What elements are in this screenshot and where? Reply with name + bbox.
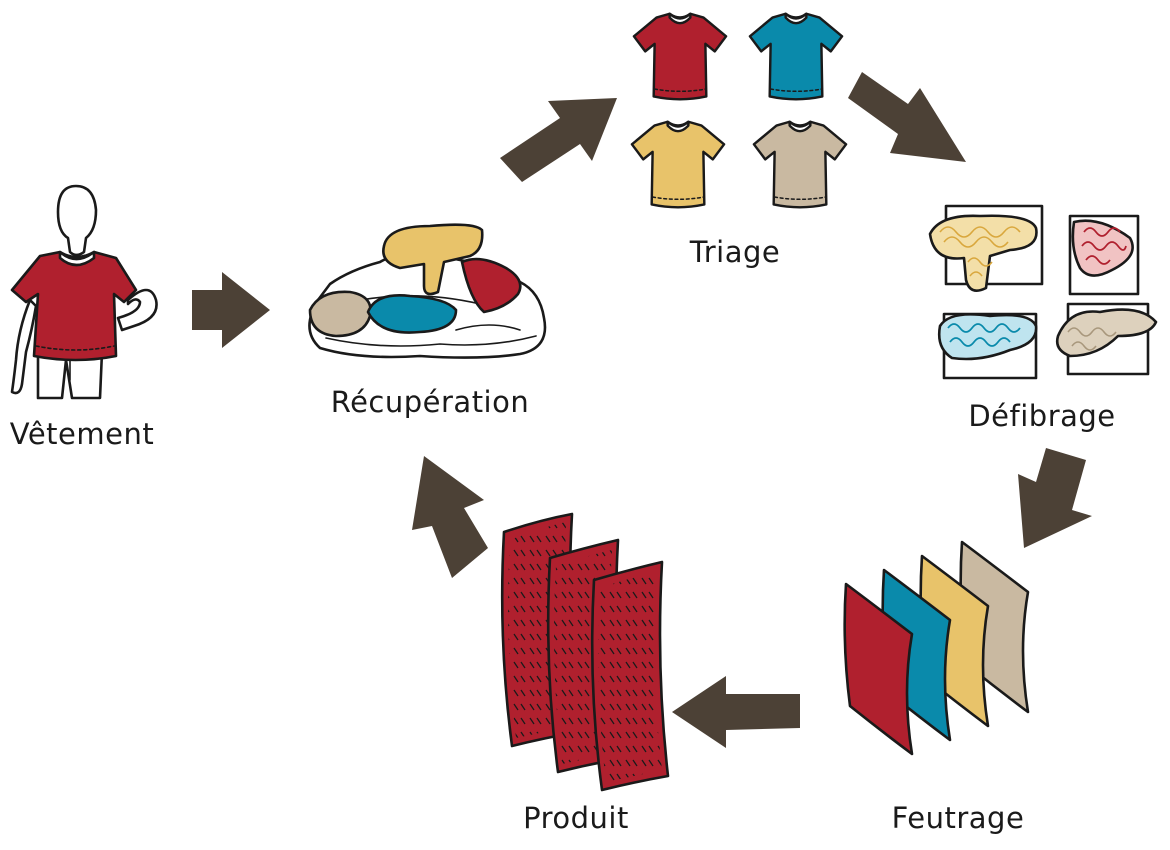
arrow-produit-to-recuperation — [412, 456, 488, 578]
label-produit: Produit — [523, 801, 629, 835]
arrows — [192, 72, 1092, 748]
sorted-tshirts-icon — [630, 12, 848, 209]
arrow-vetement-to-recuperation — [192, 272, 270, 348]
fiber-tangles-icon — [928, 204, 1158, 380]
person-wearing-tshirt-icon — [10, 184, 158, 400]
arrow-feutrage-to-produit — [672, 676, 800, 748]
felt-sheets-icon — [843, 540, 1030, 756]
label-triage: Triage — [689, 235, 780, 269]
arrow-defibrage-to-feutrage — [1018, 448, 1092, 548]
label-defibrage: Défibrage — [968, 399, 1115, 433]
clothing-pile-icon — [308, 223, 547, 359]
label-recuperation: Récupération — [331, 385, 530, 419]
label-feutrage: Feutrage — [892, 801, 1025, 835]
label-vetement: Vêtement — [10, 417, 154, 451]
arrow-triage-to-defibrage — [848, 72, 966, 162]
arrow-recuperation-to-triage — [500, 98, 617, 182]
textile-product-icon — [500, 512, 670, 792]
step-labels: Vêtement Récupération Triage Défibrage F… — [10, 235, 1115, 835]
